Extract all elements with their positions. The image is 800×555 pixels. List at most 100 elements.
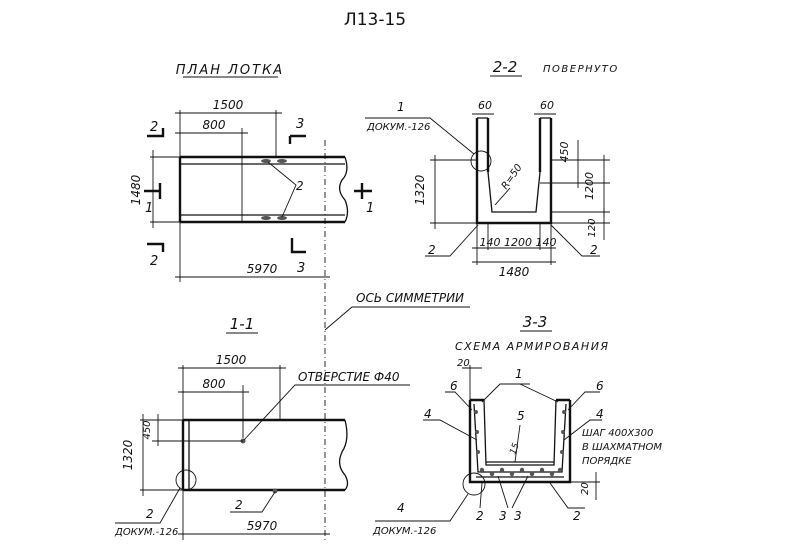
- rebar-dot: [519, 467, 525, 473]
- rebar-dot: [529, 471, 535, 477]
- section-3-3-mark-1: 1: [515, 367, 523, 381]
- plan-dim-800: 800: [203, 118, 226, 132]
- section-1-1-dim-800: 800: [203, 377, 226, 391]
- section-3-3-mark-6b: 6: [596, 379, 604, 393]
- plan-cut-1-right: [354, 183, 372, 199]
- section-2-2-inner-profile: [487, 171, 541, 213]
- plan-cut-3-bottom-label: 3: [297, 261, 305, 276]
- plan-hole: [261, 159, 271, 163]
- section-1-1-dim-1500: 1500: [216, 353, 247, 367]
- section-3-3-node-leader: [375, 493, 469, 522]
- plan-hole: [261, 216, 271, 220]
- section-3-3-leader-1: [481, 383, 530, 403]
- section-3-3-leader-6b: [567, 391, 600, 411]
- section-3-3-step-line-1: ШАГ 400Х300: [582, 428, 653, 439]
- section-3-3-dim-20a: 20: [457, 358, 470, 369]
- rebar-dot: [509, 471, 515, 477]
- section-1-1-dim-450: 450: [142, 420, 153, 439]
- section-3-3-outer: [468, 400, 572, 484]
- section-3-3-dim-20b: 20: [580, 482, 591, 495]
- section-1-1-break-line: [338, 419, 349, 491]
- section-3-3-bar-dots: [474, 410, 566, 477]
- plan-cut-3-top-label: 3: [296, 117, 304, 132]
- section-3-3-leader-5: [514, 424, 521, 463]
- plan-dim-1500: 1500: [213, 98, 244, 112]
- section-3-3-mark-3b: 3: [514, 509, 522, 523]
- section-3-3-leader-2a: [479, 482, 483, 509]
- section-3-3-step-line-3: ПОРЯДКЕ: [582, 456, 632, 467]
- section-3-3-leader-4a: [423, 419, 478, 441]
- plan-cut-1-left: [144, 183, 162, 199]
- section-3-3-bottom-ref-num: 4: [397, 501, 405, 515]
- plan-callout-2: 2: [296, 179, 304, 193]
- section-2-2-r50: R=50: [500, 162, 525, 191]
- section-2-2-node-ref: ДОКУМ.-126: [366, 122, 430, 133]
- plan-cut-1-left-label: 1: [145, 201, 153, 216]
- section-2-2-dim-60a: 60: [478, 99, 492, 112]
- plan-hole: [277, 159, 287, 163]
- section-2-2-dim-450: 450: [558, 142, 571, 163]
- section-2-2-node-circle: [470, 150, 492, 172]
- section-2-2-view: 2-2 ПОВЕРНУТО R=50 1 ДОКУМ.-126 60 60 13…: [365, 58, 619, 279]
- section-3-3-bottom-ref-text: ДОКУМ.-126: [372, 526, 436, 537]
- section-3-3-mark-4b: 4: [596, 407, 604, 421]
- sheet-code: Л13-15: [344, 10, 406, 30]
- section-3-3-mark-3a: 3: [499, 509, 507, 523]
- rebar-dot: [549, 471, 555, 477]
- plan-cut-2-bottom: [147, 242, 165, 252]
- section-2-2-title: 2-2: [493, 58, 518, 76]
- section-2-2-wall-inner: [486, 118, 542, 172]
- section-2-2-left-leader: [425, 224, 479, 257]
- section-1-1-dim-1320: 1320: [121, 439, 135, 470]
- section-2-2-node-leader: [365, 117, 475, 155]
- section-3-3-title: 3-3: [523, 313, 548, 331]
- section-3-3-mark-2b: 2: [573, 509, 581, 523]
- rebar-dot: [475, 430, 479, 434]
- symmetry-axis-label: ОСЬ СИММЕТРИИ: [356, 291, 464, 305]
- plan-cut-3-bottom: [290, 238, 306, 254]
- section-2-2-callout-right: 2: [590, 243, 598, 257]
- rebar-dot: [489, 471, 495, 477]
- section-3-3-mark-5: 5: [517, 409, 525, 423]
- section-2-2-dim-140a: 140: [480, 236, 501, 249]
- section-3-3-mark-6a: 6: [450, 379, 458, 393]
- rebar-dot: [499, 467, 505, 473]
- plan-view: ПЛАН ЛОТКА 2 1500 800 1480 5970: [129, 63, 374, 282]
- section-3-3-view: 3-3 СХЕМА АРМИРОВАНИЯ: [372, 313, 662, 537]
- section-3-3-leader-2b: [549, 482, 585, 509]
- section-3-3-mark-2a: 2: [476, 509, 484, 523]
- plan-break-line: [338, 156, 349, 223]
- section-2-2-subtitle: ПОВЕРНУТО: [543, 64, 619, 75]
- rebar-dot: [479, 467, 485, 473]
- plan-hole: [277, 216, 287, 220]
- section-2-2-dim-1200: 1200: [583, 172, 596, 200]
- rebar-dot: [476, 450, 480, 454]
- plan-dim-5970: 5970: [247, 262, 278, 276]
- section-3-3-leader-3: [497, 475, 529, 509]
- section-3-3-leader-1b: [519, 383, 559, 403]
- rebar-dot: [539, 467, 545, 473]
- section-2-2-dim-1320: 1320: [413, 174, 427, 205]
- section-1-1-bottom-leader: [230, 491, 276, 513]
- plan-cut-2-bottom-label: 2: [150, 254, 158, 269]
- symmetry-axis-leader: [324, 306, 470, 331]
- section-1-1-callout-left-num: 2: [146, 507, 154, 521]
- section-3-3-step-line-2: В ШАХМАТНОМ: [582, 442, 662, 453]
- section-1-1-outline: [181, 418, 345, 492]
- section-3-3-mark-4a: 4: [424, 407, 432, 421]
- section-3-3-rebar-cage: [473, 403, 567, 473]
- section-2-2-dim-60b: 60: [540, 99, 554, 112]
- section-2-2-radius-leader: [494, 187, 511, 206]
- plan-cut-1-right-label: 1: [366, 201, 374, 216]
- plan-cut-2-top-label: 2: [150, 120, 158, 135]
- section-1-1-callout-left-ref: ДОКУМ.-126: [114, 527, 178, 538]
- section-3-3-inner-profile: [483, 399, 557, 466]
- plan-callout-leader: [267, 161, 297, 218]
- section-1-1-view: 1-1 ОТВЕРСТИЕ Ф40 1500 800 450 1320 5970: [114, 315, 410, 540]
- section-1-1-hole-leader: [243, 384, 410, 441]
- rebar-dot: [557, 467, 563, 473]
- section-1-1-dim-5970: 5970: [247, 519, 278, 533]
- section-3-3-leader-6a: [445, 391, 473, 411]
